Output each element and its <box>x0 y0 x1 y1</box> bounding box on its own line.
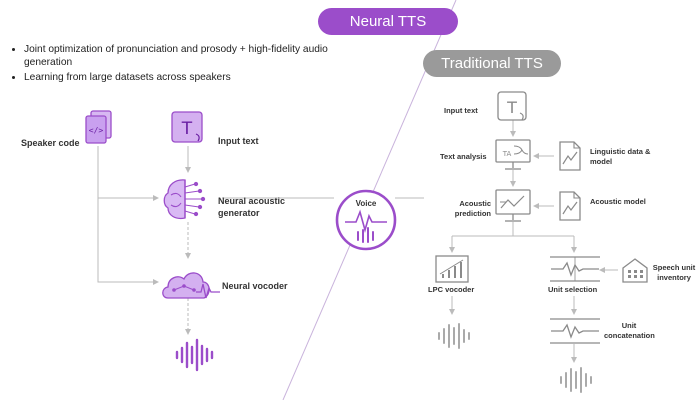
list-item: Joint optimization of pronunciation and … <box>24 44 354 69</box>
svg-text:T: T <box>181 119 193 139</box>
speaker-code-label: Speaker code <box>21 138 80 148</box>
acoustic-model-label: Acoustic model <box>590 197 646 206</box>
unit-selection-waveform-icon <box>550 256 600 282</box>
brain-icon <box>163 179 206 220</box>
voice-label: Voice <box>355 199 377 208</box>
text-analysis-label: Text analysis <box>440 152 487 161</box>
svg-text:</>: </> <box>89 126 104 135</box>
speech-unit-inventory-label: Speech unit inventory <box>652 263 696 282</box>
linguistic-data-label: Linguistic data & model <box>590 147 651 166</box>
neural-input-text-label: Input text <box>218 136 259 146</box>
trad-input-text-icon: T <box>497 91 527 121</box>
neural-vocoder-cloud-icon <box>162 272 220 299</box>
concatenation-output-waveform-icon <box>560 367 592 393</box>
lpc-vocoder-label: LPC vocoder <box>428 285 475 294</box>
lpc-vocoder-chart-icon <box>435 255 469 283</box>
speech-unit-inventory-icon <box>622 258 648 283</box>
svg-text:TA: TA <box>502 150 512 158</box>
traditional-tts-title: Traditional TTS <box>423 50 561 77</box>
neural-acoustic-generator-label: Neural acoustic generator <box>218 196 286 218</box>
feature-list: Joint optimization of pronunciation and … <box>8 44 354 88</box>
input-text-icon: T <box>171 111 203 143</box>
waveform-icon <box>175 338 214 372</box>
text-analysis-monitor-icon: TA <box>495 139 531 170</box>
acoustic-prediction-label: Acoustic prediction <box>454 199 491 218</box>
acoustic-model-document-icon <box>559 191 581 221</box>
unit-concatenation-waveform-icon <box>550 318 600 344</box>
neural-vocoder-label: Neural vocoder <box>222 281 288 291</box>
list-item: Learning from large datasets across spea… <box>24 72 354 85</box>
neural-tts-title: Neural TTS <box>318 8 458 35</box>
acoustic-prediction-monitor-icon <box>495 189 531 222</box>
svg-text:T: T <box>506 98 517 117</box>
linguistic-data-document-icon <box>559 141 581 171</box>
unit-concatenation-label: Unit concatenation <box>604 321 655 340</box>
lpc-output-waveform-icon <box>438 323 470 349</box>
voice-icon <box>335 189 397 251</box>
trad-input-text-label: Input text <box>444 106 478 115</box>
speaker-code-file-icon: </> <box>85 110 112 144</box>
unit-selection-label: Unit selection <box>548 285 598 294</box>
